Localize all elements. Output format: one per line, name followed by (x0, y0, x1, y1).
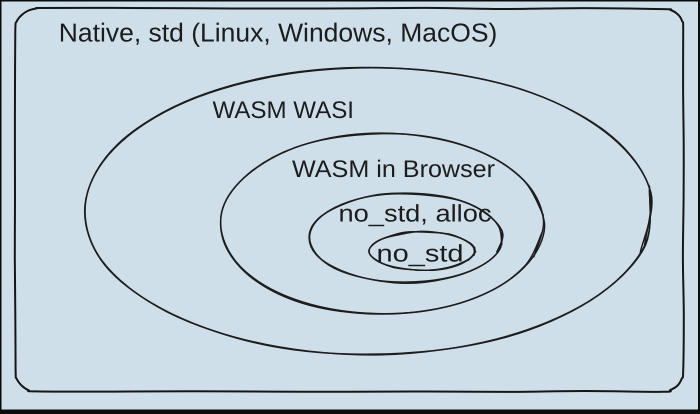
svg-text:WASM WASI: WASM WASI (213, 97, 355, 124)
svg-text:Native, std (Linux, Windows, M: Native, std (Linux, Windows, MacOS) (59, 18, 498, 48)
svg-text:no_std, alloc: no_std, alloc (339, 201, 492, 228)
svg-text:WASM in Browser: WASM in Browser (292, 156, 495, 183)
svg-text:no_std: no_std (377, 241, 464, 268)
